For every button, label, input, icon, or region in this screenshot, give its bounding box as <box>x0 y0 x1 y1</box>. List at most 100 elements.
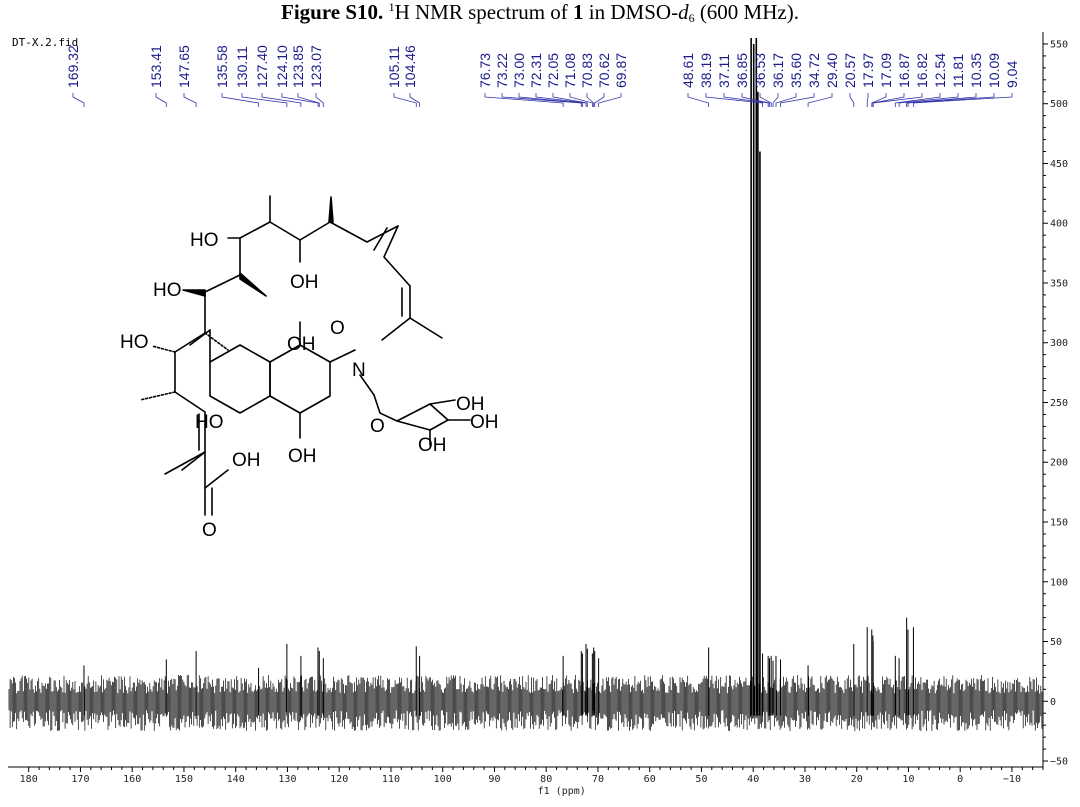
mol-bond <box>189 329 211 346</box>
peak-connector <box>723 93 769 107</box>
x-tick-label: 170 <box>71 774 89 785</box>
peak-connector <box>155 93 167 107</box>
mol-label-oh: OH <box>288 446 317 467</box>
mol-label-oh: OH <box>456 394 485 415</box>
peak-connector <box>261 93 302 107</box>
peak-label: 20.57 <box>842 53 858 88</box>
peak-label: 135.58 <box>214 45 230 88</box>
mol-label-ho: HO <box>153 280 182 301</box>
peak-connector <box>393 93 417 107</box>
y-tick-label: 350 <box>1050 278 1068 289</box>
peak-label: 71.08 <box>562 53 578 88</box>
peak-label: 17.97 <box>860 53 876 88</box>
peak-connector <box>907 93 995 107</box>
peak-label: 29.40 <box>824 53 840 88</box>
mol-bond <box>409 317 443 339</box>
caption-text: H NMR spectrum of <box>394 0 574 24</box>
mol-label-oh: OH <box>232 450 261 471</box>
x-tick-label: 160 <box>123 774 141 785</box>
peak-label: 69.87 <box>613 53 629 88</box>
x-tick-label: 110 <box>382 774 400 785</box>
file-label: DT-X.2.fid <box>12 36 78 49</box>
x-tick-label: 50 <box>695 774 707 785</box>
peak-label: 72.05 <box>545 53 561 88</box>
peak-connector <box>849 93 855 107</box>
peak-connector <box>569 93 593 107</box>
peak-connector <box>535 93 587 107</box>
x-tick-label: 150 <box>175 774 193 785</box>
spectrum-baseline-noise <box>8 675 1043 732</box>
peak-connector <box>872 93 923 107</box>
peak-label: 73.22 <box>494 53 510 88</box>
peak-connector <box>594 93 605 107</box>
x-tick-label: 30 <box>799 774 811 785</box>
mol-label-ho: HO <box>195 412 224 433</box>
peak-connector <box>241 93 288 107</box>
peak-label: 16.87 <box>896 53 912 88</box>
caption-solvent-d: d <box>678 0 689 24</box>
peak-label: 73.00 <box>511 53 527 88</box>
peak-label: 76.73 <box>477 53 493 88</box>
x-tick-label: −10 <box>1003 774 1021 785</box>
peak-connector <box>484 93 564 107</box>
y-tick-label: 50 <box>1050 637 1062 648</box>
peak-label: 72.31 <box>528 53 544 88</box>
mol-label-o: O <box>202 520 217 541</box>
caption-compound: 1 <box>573 0 584 24</box>
x-tick-label: 130 <box>278 774 296 785</box>
y-tick-label: 0 <box>1050 697 1056 708</box>
mol-bond <box>381 317 411 341</box>
peak-label: 11.81 <box>950 54 966 88</box>
mol-label-oh: OH <box>290 272 319 293</box>
mol-bond <box>359 374 375 396</box>
caption-end: (600 MHz). <box>694 0 799 24</box>
baseline-noise-trace <box>8 675 1043 732</box>
plot-frame <box>8 32 1044 768</box>
mol-bond <box>429 399 456 405</box>
peak-connector <box>183 93 197 107</box>
x-tick-label: 10 <box>902 774 914 785</box>
peak-label: 127.40 <box>254 45 270 88</box>
y-tick-label: 500 <box>1050 99 1068 110</box>
mol-label-n: N <box>352 360 366 381</box>
y-tick-label: −50 <box>1050 757 1068 768</box>
molecule-labels: HO OH HO HO O OH N HO O OH OH OH OH OH O <box>120 230 499 541</box>
x-tick-label: 100 <box>434 774 452 785</box>
peak-label: 37.11 <box>716 54 732 88</box>
mol-wedge <box>239 272 267 297</box>
peak-connector <box>586 93 595 107</box>
y-tick-label: 250 <box>1050 398 1068 409</box>
peak-label: 17.09 <box>878 53 894 88</box>
peak-connector <box>72 93 85 107</box>
mol-bond <box>373 227 388 251</box>
peak-connector <box>871 93 887 107</box>
peak-label: 123.85 <box>290 45 306 88</box>
peak-connector <box>598 93 622 107</box>
peak-connector <box>687 93 709 107</box>
x-tick-label: 60 <box>644 774 656 785</box>
peak-label: 10.35 <box>968 53 984 88</box>
x-tick-label: 120 <box>330 774 348 785</box>
mol-label-o: O <box>330 318 345 339</box>
figure-label: Figure S10. <box>281 0 384 24</box>
x-tick-label: 70 <box>592 774 604 785</box>
mol-ring <box>269 344 331 414</box>
y-tick-label: 150 <box>1050 518 1068 529</box>
y-tick-label: 200 <box>1050 458 1068 469</box>
peak-label: 147.65 <box>176 45 192 88</box>
peak-connector <box>913 93 1013 107</box>
mol-label-o: O <box>370 416 385 437</box>
mol-label-ho: HO <box>120 332 149 353</box>
peak-label: 153.41 <box>148 45 164 88</box>
peak-connector <box>898 93 959 107</box>
peak-connector <box>409 93 421 107</box>
peak-connector <box>501 93 582 107</box>
peak-label: 9.04 <box>1004 61 1020 88</box>
peak-label: 36.85 <box>734 53 750 88</box>
x-tick-label: 180 <box>20 774 38 785</box>
peak-connector <box>221 93 260 107</box>
mol-label-oh: OH <box>418 435 447 456</box>
peak-label: 38.19 <box>698 53 714 88</box>
